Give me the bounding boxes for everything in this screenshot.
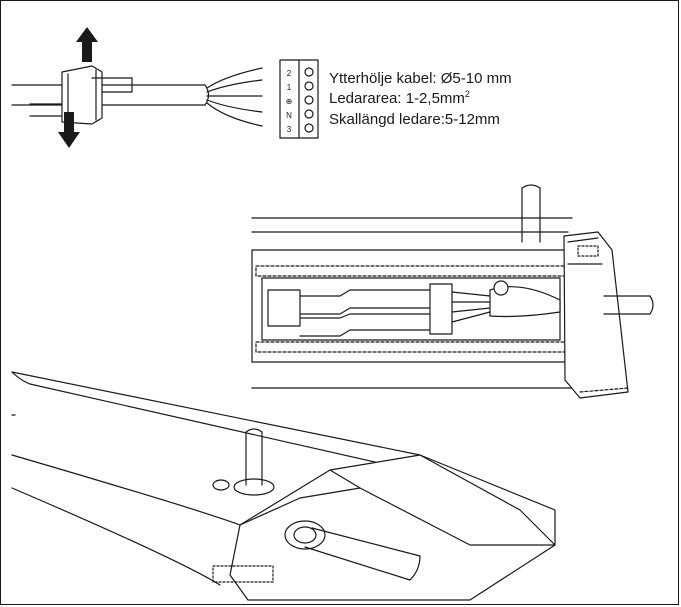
terminal-block: 2 1 ⊕ N 3	[279, 59, 319, 139]
cable-clamp-illustration	[11, 65, 263, 127]
terminal-label-3: 3	[287, 125, 292, 134]
arrow-down-icon	[58, 112, 80, 148]
strip-length-spec: Skallängd ledare:5-12mm	[329, 111, 500, 128]
terminal-label-n: N	[286, 111, 292, 120]
conductor-area-text: Ledararea: 1-2,5mm	[329, 90, 465, 107]
arrow-up-icon	[76, 27, 98, 62]
conductor-area-spec: Ledararea: 1-2,5mm2	[329, 90, 470, 108]
heater-bottom-view	[11, 371, 556, 601]
cable-sheath-spec: Ytterhölje kabel: Ø5-10 mm	[329, 70, 512, 87]
terminal-label-1: 1	[287, 83, 292, 92]
conductor-area-superscript: 2	[464, 89, 470, 99]
terminal-label-2: 2	[287, 69, 292, 78]
terminal-label-earth: ⊕	[286, 97, 293, 106]
heater-open-view	[251, 184, 654, 399]
